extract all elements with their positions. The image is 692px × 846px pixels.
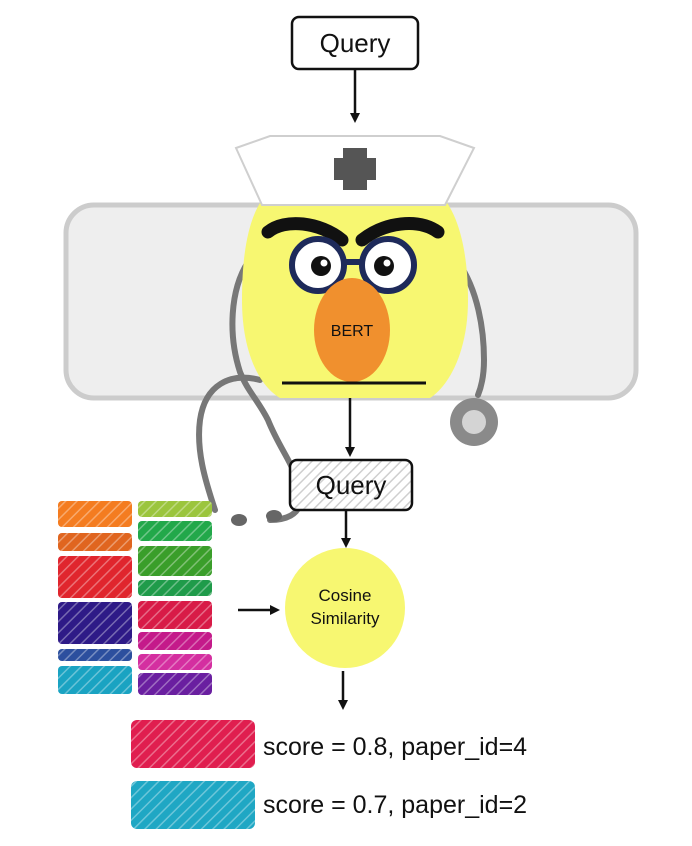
query-embedding-label: Query	[316, 470, 387, 500]
similarity-label-line2: Similarity	[311, 609, 380, 628]
embedding-swatch-hatch	[58, 649, 132, 661]
bert-beak	[314, 278, 390, 382]
embedding-swatch-hatch	[58, 602, 132, 644]
result-item: score = 0.7, paper_id=2	[131, 781, 527, 829]
embedding-swatch-hatch	[138, 501, 212, 517]
embedding-swatch-hatch	[138, 654, 212, 670]
left-eyebrow	[261, 217, 349, 247]
query-input-label: Query	[320, 28, 391, 58]
embedding-swatch-hatch	[138, 546, 212, 576]
query-input-box: Query	[290, 15, 420, 71]
model-label: BERT	[331, 323, 374, 340]
similarity-label-line1: Cosine	[319, 586, 372, 605]
paper-embeddings	[58, 501, 212, 695]
stethoscope-chestpiece-icon	[450, 398, 498, 446]
embedding-swatch-hatch	[138, 673, 212, 695]
right-eyebrow	[355, 217, 445, 247]
cosine-similarity-node: Cosine Similarity	[285, 548, 405, 668]
query-embedding-box: Query	[288, 458, 414, 512]
embedding-swatch-hatch	[58, 556, 132, 598]
embedding-swatch-hatch	[58, 666, 132, 694]
result-text: score = 0.8, paper_id=4	[263, 733, 527, 761]
results-list: score = 0.8, paper_id=4 score = 0.7, pap…	[131, 720, 527, 829]
stethoscope-dots	[231, 510, 282, 526]
embedding-swatch-hatch	[138, 521, 212, 541]
embedding-swatch-hatch	[138, 601, 212, 629]
result-text: score = 0.7, paper_id=2	[263, 791, 527, 819]
result-item: score = 0.8, paper_id=4	[131, 720, 527, 768]
embedding-swatch-hatch	[138, 580, 212, 596]
eyes	[311, 256, 394, 276]
embedding-swatch-hatch	[58, 533, 132, 551]
medical-cross-icon	[334, 148, 376, 190]
bert-character: BERT	[234, 135, 476, 398]
embedding-swatch-hatch	[138, 632, 212, 650]
embedding-swatch-hatch	[58, 501, 132, 527]
